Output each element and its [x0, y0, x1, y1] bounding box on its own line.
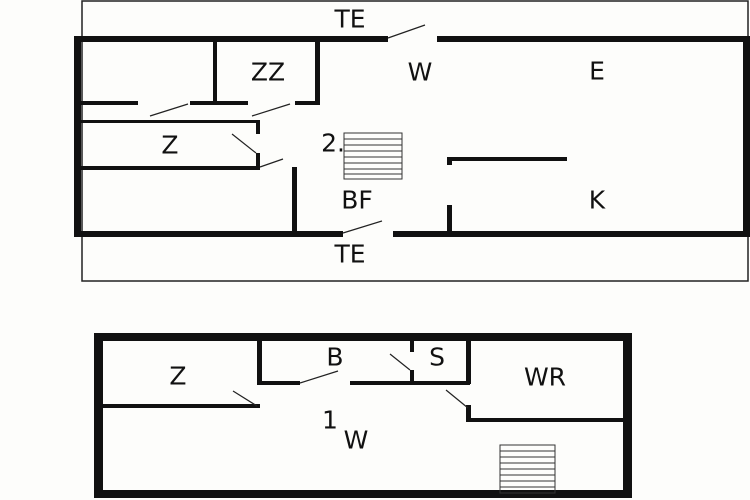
room-label-k: K [588, 185, 606, 215]
room-label-b: B [326, 342, 344, 372]
room-label-w-lower: W [343, 425, 369, 455]
room-label-terrace-top: TE [334, 4, 366, 34]
floor-number-upper: 2. [321, 128, 345, 158]
terrace-outline [81, 0, 749, 282]
staircase-upper [343, 132, 403, 180]
upper-floor-plan [74, 0, 750, 282]
room-label-w-upper: W [407, 57, 433, 87]
floor-number-lower: 1 [322, 405, 338, 435]
staircase-lower [499, 444, 556, 494]
door-swings-lower [232, 353, 469, 409]
room-label-wr: WR [523, 362, 567, 392]
room-label-z-upper: Z [161, 130, 179, 160]
room-label-z-lower: Z [169, 361, 187, 391]
room-label-terrace-bottom: TE [334, 239, 366, 269]
room-label-e: E [589, 56, 605, 86]
room-label-zz: ZZ [250, 57, 286, 87]
room-label-s: S [429, 342, 445, 372]
lower-floor-plan [94, 333, 632, 498]
room-label-bf: BF [341, 185, 373, 215]
door-swings [149, 24, 426, 234]
